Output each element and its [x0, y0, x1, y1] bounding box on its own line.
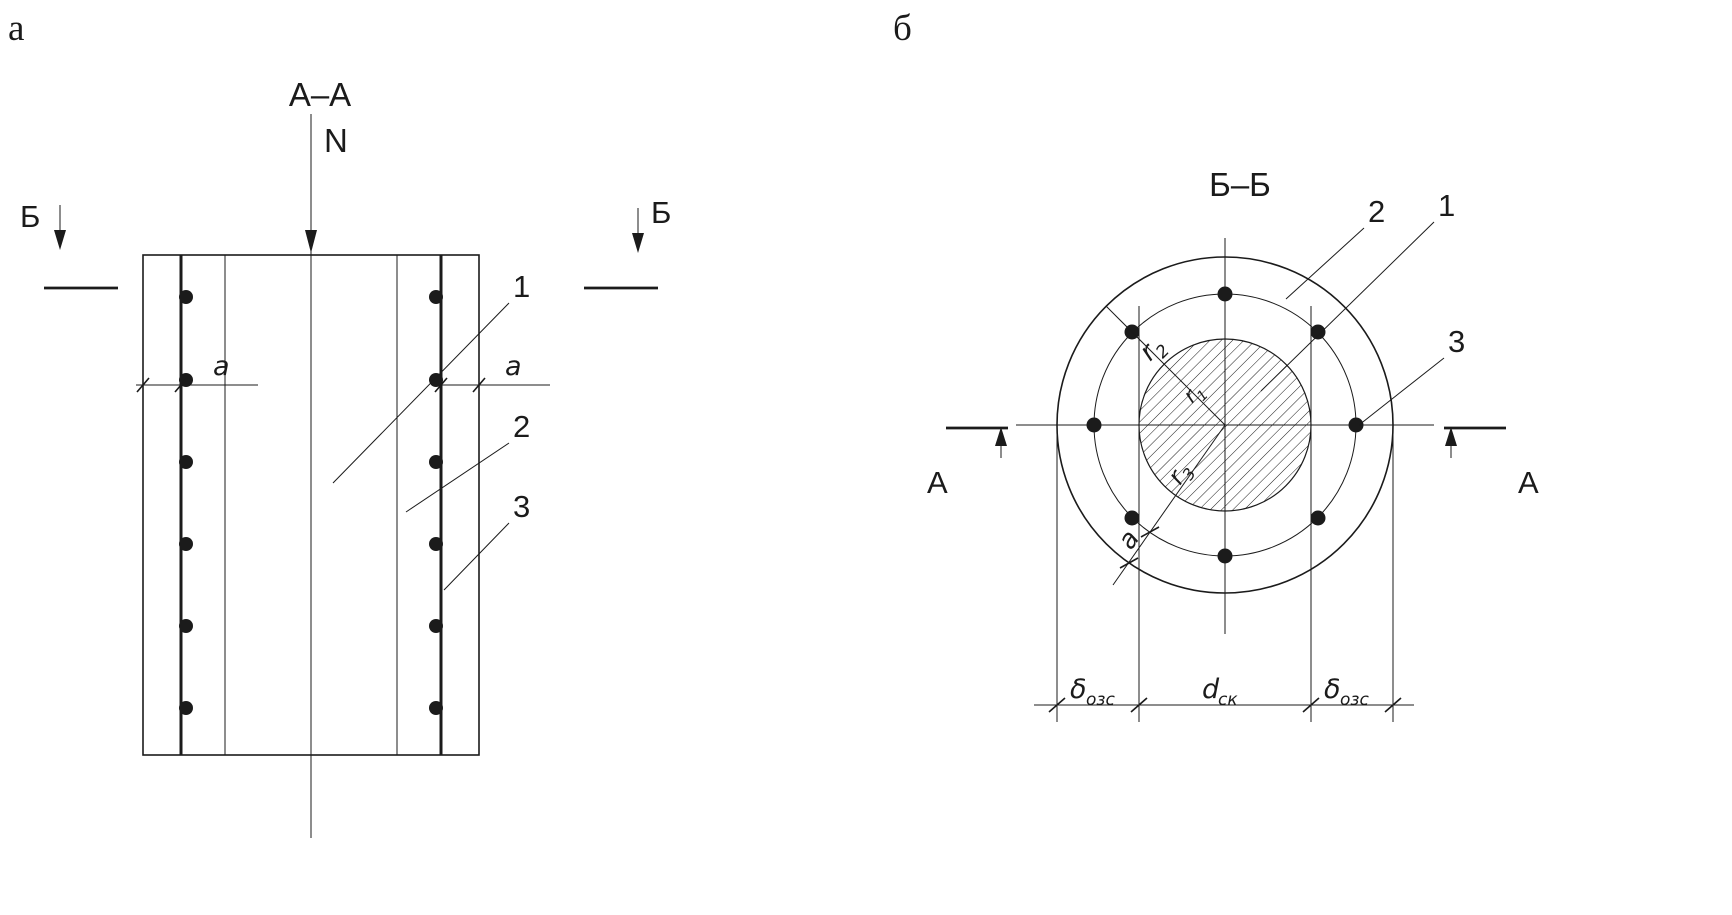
rebar-dot	[1310, 510, 1326, 526]
dim-cover-label-left: a	[213, 351, 230, 382]
cut-arrowhead-up-right	[1445, 427, 1457, 446]
cut-arrowhead-down-right	[632, 233, 644, 253]
dim-delta-left-sub: озс	[1086, 690, 1115, 710]
rebar-dot	[179, 290, 193, 304]
dim-cover-label-right: a	[505, 351, 522, 382]
dim-tick	[1119, 557, 1139, 569]
dim-label-delta-ozs-left: δ озс	[1070, 674, 1115, 710]
callout-1: 1	[1438, 188, 1455, 223]
callout-3: 3	[513, 489, 530, 524]
rebar-dot	[179, 619, 193, 633]
section-title-bb: Б–Б	[1209, 166, 1271, 203]
dim-label-delta-ozs-right: δ озс	[1324, 674, 1369, 710]
rebar-dot	[429, 701, 443, 715]
dim-label-d-sk: d ск	[1202, 674, 1238, 710]
rebar-dot	[1348, 417, 1364, 433]
section-title-aa: А–А	[289, 76, 351, 113]
rebar-dot	[1086, 417, 1102, 433]
dim-tick	[434, 377, 448, 393]
panel-b-cross-section: б Б–Б r 2 r 1 r 3	[893, 8, 1539, 722]
rebar-dot	[1310, 324, 1326, 340]
force-arrowhead	[305, 230, 317, 253]
dim-delta-right-sub: озс	[1340, 690, 1369, 710]
radius-line-r3	[1112, 424, 1226, 586]
cut-arrowhead-up-left	[995, 427, 1007, 446]
callout-3: 3	[1448, 324, 1465, 359]
rebar-dot	[179, 537, 193, 551]
dim-tick	[1140, 526, 1160, 538]
dim-d-sk-sub: ск	[1218, 690, 1238, 710]
rebar-dot	[1217, 286, 1233, 302]
dim-tick	[472, 377, 486, 393]
rebar-dot	[429, 373, 443, 387]
rebar-dot	[429, 455, 443, 469]
dim-delta-right-base: δ	[1324, 674, 1341, 705]
cut-label-a-right: А	[1518, 465, 1539, 500]
callout-2: 2	[1368, 194, 1385, 229]
dim-delta-left-base: δ	[1070, 674, 1087, 705]
callout-1-leader	[332, 302, 510, 484]
radius-line-r2	[1105, 305, 1226, 426]
callout-3-leader	[443, 522, 510, 591]
rebar-dot	[179, 455, 193, 469]
axial-force-label: N	[324, 122, 348, 159]
dim-tick	[1302, 697, 1320, 713]
callout-3-leader	[1358, 357, 1445, 426]
rebar-dot	[179, 701, 193, 715]
dim-tick	[1130, 697, 1148, 713]
callout-2: 2	[513, 409, 530, 444]
panel-a-elevation: а А–А N Б Б	[8, 8, 671, 838]
cut-label-a-left: А	[927, 465, 948, 500]
gap-label-a-text: a	[1112, 525, 1146, 555]
cut-arrowhead-down-left	[54, 230, 66, 250]
panel-a-label: а	[8, 8, 24, 49]
callout-2-leader	[405, 442, 510, 513]
callout-2-leader	[1285, 227, 1365, 300]
cut-label-b-left: Б	[20, 199, 40, 234]
callout-1-leader	[1260, 221, 1435, 392]
outer-circle	[1056, 256, 1394, 594]
column-outline	[142, 254, 480, 756]
callout-1: 1	[513, 269, 530, 304]
dim-tick	[1384, 697, 1402, 713]
dim-tick	[174, 377, 188, 393]
gap-label-a: a	[1112, 525, 1146, 555]
dim-tick	[1048, 697, 1066, 713]
panel-b-label: б	[893, 8, 912, 49]
rebar-dot	[1217, 548, 1233, 564]
rebar-dot	[429, 537, 443, 551]
dim-d-sk-base: d	[1202, 674, 1220, 705]
dim-tick	[136, 377, 150, 393]
cut-label-b-right: Б	[651, 195, 671, 230]
rebar-dot	[429, 290, 443, 304]
rebar-dot	[429, 619, 443, 633]
rebar-dot	[1124, 510, 1140, 526]
